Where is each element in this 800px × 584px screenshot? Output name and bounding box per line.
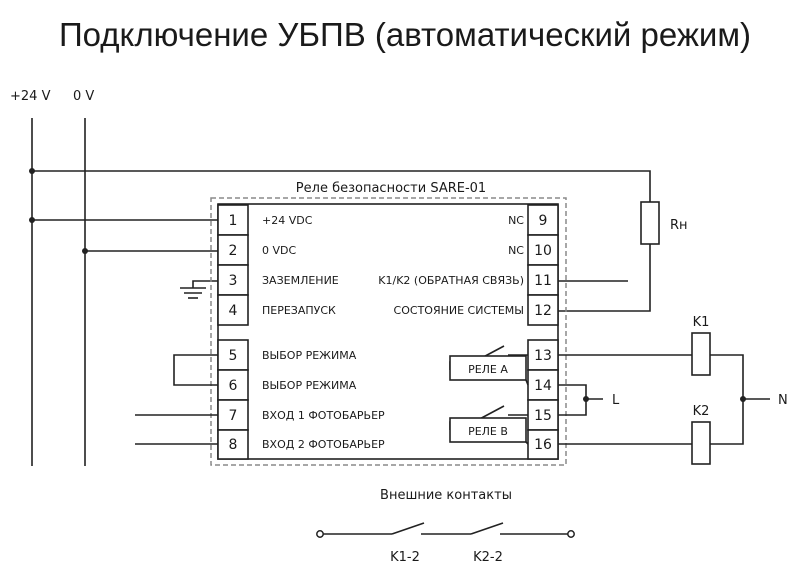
terminal-label: ВХОД 2 ФОТОБАРЬЕР [262, 438, 385, 451]
coil-k1 [691, 332, 711, 376]
terminal-number: 1 [229, 213, 238, 229]
terminal-number: 13 [534, 348, 552, 364]
wire-resistor-to-12 [558, 244, 651, 312]
relay-a-contact [449, 345, 529, 386]
terminal-label: ВЫБОР РЕЖИМА [262, 379, 357, 392]
relay-a-label: РЕЛЕ А [468, 363, 508, 376]
terminal-number: 6 [229, 378, 238, 394]
terminal-label: ВЫБОР РЕЖИМА [262, 349, 357, 362]
external-contacts [316, 522, 575, 538]
terminal-label: СОСТОЯНИЕ СИСТЕМЫ [394, 304, 524, 317]
terminal-label: 0 VDC [262, 244, 296, 257]
wire-coils-neutral [710, 354, 744, 445]
terminal-number: 7 [229, 408, 238, 424]
terminal-11 [527, 264, 559, 296]
terminal-3 [217, 264, 249, 296]
terminal-number: 15 [534, 408, 552, 424]
resistor-rn [640, 201, 660, 245]
page-title: Подключение УБПВ (автоматический режим) [59, 16, 751, 53]
terminal-number: 5 [229, 348, 238, 364]
line-n-label: N [778, 393, 788, 408]
relay-b-contact [449, 405, 529, 445]
terminal-number: 14 [534, 378, 552, 394]
terminal-number: 8 [229, 437, 238, 453]
junction-dot [29, 217, 35, 223]
contact-k1-2-label: K1-2 [390, 550, 420, 565]
terminal-number: 10 [534, 243, 552, 259]
terminal-number: 12 [534, 303, 552, 319]
jumper-5-6 [173, 354, 218, 386]
coil-k2 [691, 421, 711, 465]
contact-k2-2-label: K2-2 [473, 550, 503, 565]
resistor-label: Rн [670, 218, 688, 233]
relay-title: Реле безопасности SARE-01 [296, 181, 486, 196]
terminal-16 [527, 429, 559, 460]
terminal-number: 11 [534, 273, 552, 289]
terminal-label: ЗАЗЕМЛЕНИЕ [262, 274, 339, 287]
supply-zero-label: 0 V [73, 89, 94, 104]
external-contacts-title: Внешние контакты [380, 488, 512, 503]
terminal-4 [217, 294, 249, 326]
terminal-label: ПЕРЕЗАПУСК [262, 304, 336, 317]
relay-body [217, 203, 559, 460]
terminal-2 [217, 234, 249, 266]
terminal-label: +24 VDC [262, 214, 313, 227]
right-terminals [527, 204, 559, 460]
coil-k2-label: K2 [693, 404, 710, 419]
terminal-10 [527, 234, 559, 266]
junction-dot [583, 396, 589, 402]
wire-plus-to-resistor [32, 170, 651, 202]
terminal-label: K1/K2 (ОБРАТНАЯ СВЯЗЬ) [378, 274, 524, 287]
terminal-12 [527, 294, 559, 326]
bridge-14-15 [558, 384, 587, 416]
relay-enclosure [210, 197, 567, 466]
junction-dot [82, 248, 88, 254]
ground-icon [180, 280, 218, 299]
relay-b-label: РЕЛЕ В [468, 425, 508, 438]
terminal-label: NC [508, 244, 524, 257]
terminal-number: 3 [229, 273, 238, 289]
terminal-number: 4 [229, 303, 238, 319]
junction-dot [740, 396, 746, 402]
terminal-label: NC [508, 214, 524, 227]
terminal-number: 9 [539, 213, 548, 229]
junction-dot [29, 168, 35, 174]
line-l-label: L [612, 393, 620, 408]
terminal-number: 2 [229, 243, 238, 259]
terminal-9 [527, 204, 559, 236]
terminal-number: 16 [534, 437, 552, 453]
terminal-label: ВХОД 1 ФОТОБАРЬЕР [262, 409, 385, 422]
terminal-5 [217, 339, 249, 371]
supply-plus-label: +24 V [10, 89, 51, 104]
coil-k1-label: K1 [693, 315, 710, 330]
